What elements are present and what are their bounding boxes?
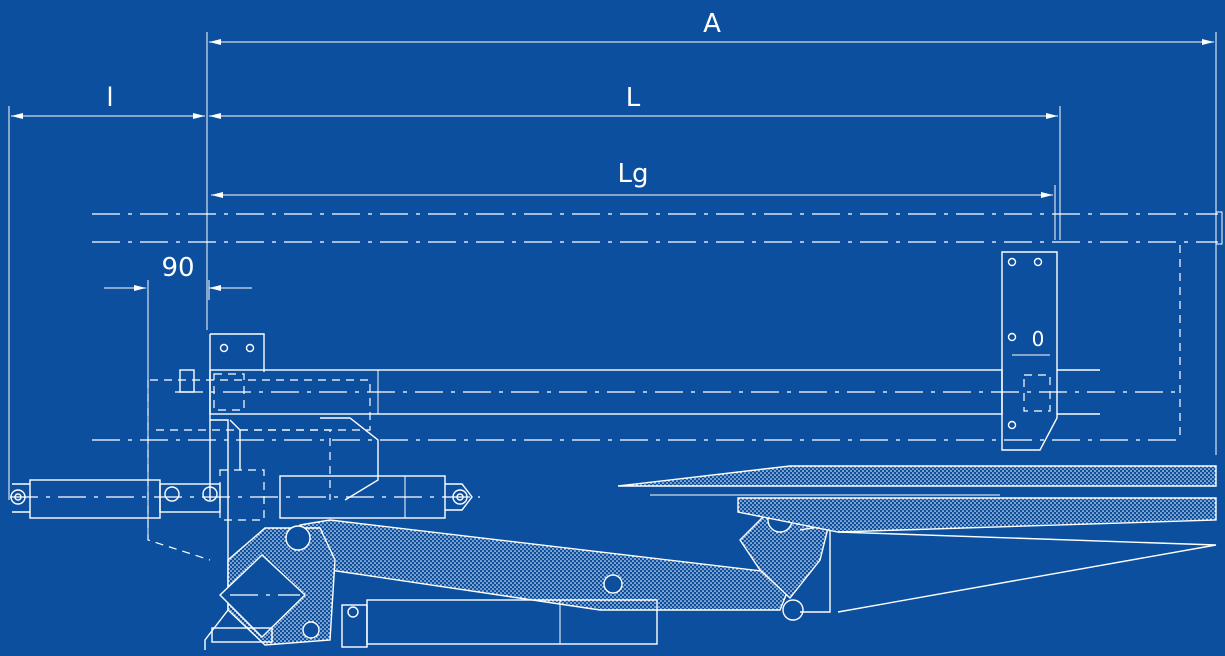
right-bracket: 0	[1001, 251, 1058, 451]
dimension-l: l	[8, 83, 205, 500]
dimension-Lg-label: Lg	[618, 159, 649, 189]
dimension-A: A	[206, 9, 1217, 455]
dimension-L-label: L	[626, 83, 641, 113]
main-arm	[284, 499, 831, 611]
left-mount-plate	[150, 333, 371, 500]
dimension-L: L	[209, 83, 1061, 240]
fork-lower	[650, 494, 1217, 613]
left-frame	[147, 380, 379, 650]
bracket-label: 0	[1032, 327, 1045, 351]
center-lines	[10, 213, 1218, 498]
fork-upper	[617, 465, 1217, 487]
knuckle-block	[218, 525, 336, 646]
dimension-l-label: l	[106, 83, 113, 113]
dimension-A-label: A	[703, 9, 721, 39]
rod-end-cap	[1215, 211, 1223, 245]
dimension-Lg: Lg	[211, 159, 1056, 240]
upper-cylinder	[10, 475, 473, 519]
lower-cylinder	[211, 599, 658, 648]
dimension-90-label: 90	[161, 253, 194, 283]
